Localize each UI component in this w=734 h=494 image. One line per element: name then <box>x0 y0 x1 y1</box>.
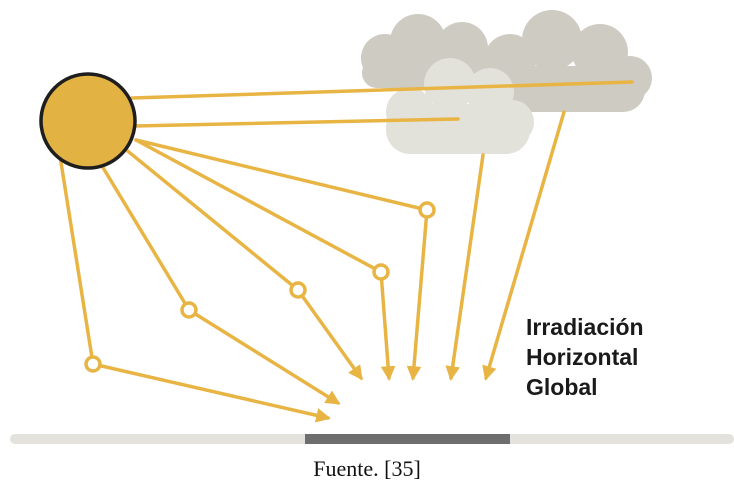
label-line-2: Horizontal <box>526 344 639 370</box>
beam-3-reflected <box>296 288 363 381</box>
beam-4-incident <box>94 154 191 312</box>
beam-4-reflected <box>187 308 341 405</box>
diffuse-ray-1 <box>445 153 485 381</box>
beam-1-reflected <box>406 208 429 381</box>
horizontal-surface <box>305 434 510 444</box>
label-line-3: Global <box>526 374 598 400</box>
beam-1-incident <box>134 138 429 212</box>
irradiance-label: Irradiación Horizontal Global <box>526 312 644 402</box>
beam-2-incident <box>134 138 383 274</box>
scatter-point <box>84 355 102 373</box>
scatter-point <box>418 201 436 219</box>
sun-icon <box>39 72 137 170</box>
scatter-point <box>289 281 307 299</box>
scatter-point <box>372 263 390 281</box>
ray-to-cloud-upper <box>130 80 634 100</box>
ray-to-cloud-lower <box>132 117 460 128</box>
rays <box>58 80 634 423</box>
beam-3-incident <box>122 146 300 292</box>
cloud-right <box>484 10 652 112</box>
beam-5-reflected <box>91 362 331 423</box>
beam-5-incident <box>58 154 95 366</box>
figure-caption: Fuente. [35] <box>313 456 421 481</box>
label-line-1: Irradiación <box>526 314 644 340</box>
scatter-point <box>180 301 198 319</box>
cloud-front <box>386 58 534 154</box>
beam-2-reflected <box>379 270 396 381</box>
diffuse-ray-2 <box>482 110 566 381</box>
scatter-points <box>84 201 436 373</box>
